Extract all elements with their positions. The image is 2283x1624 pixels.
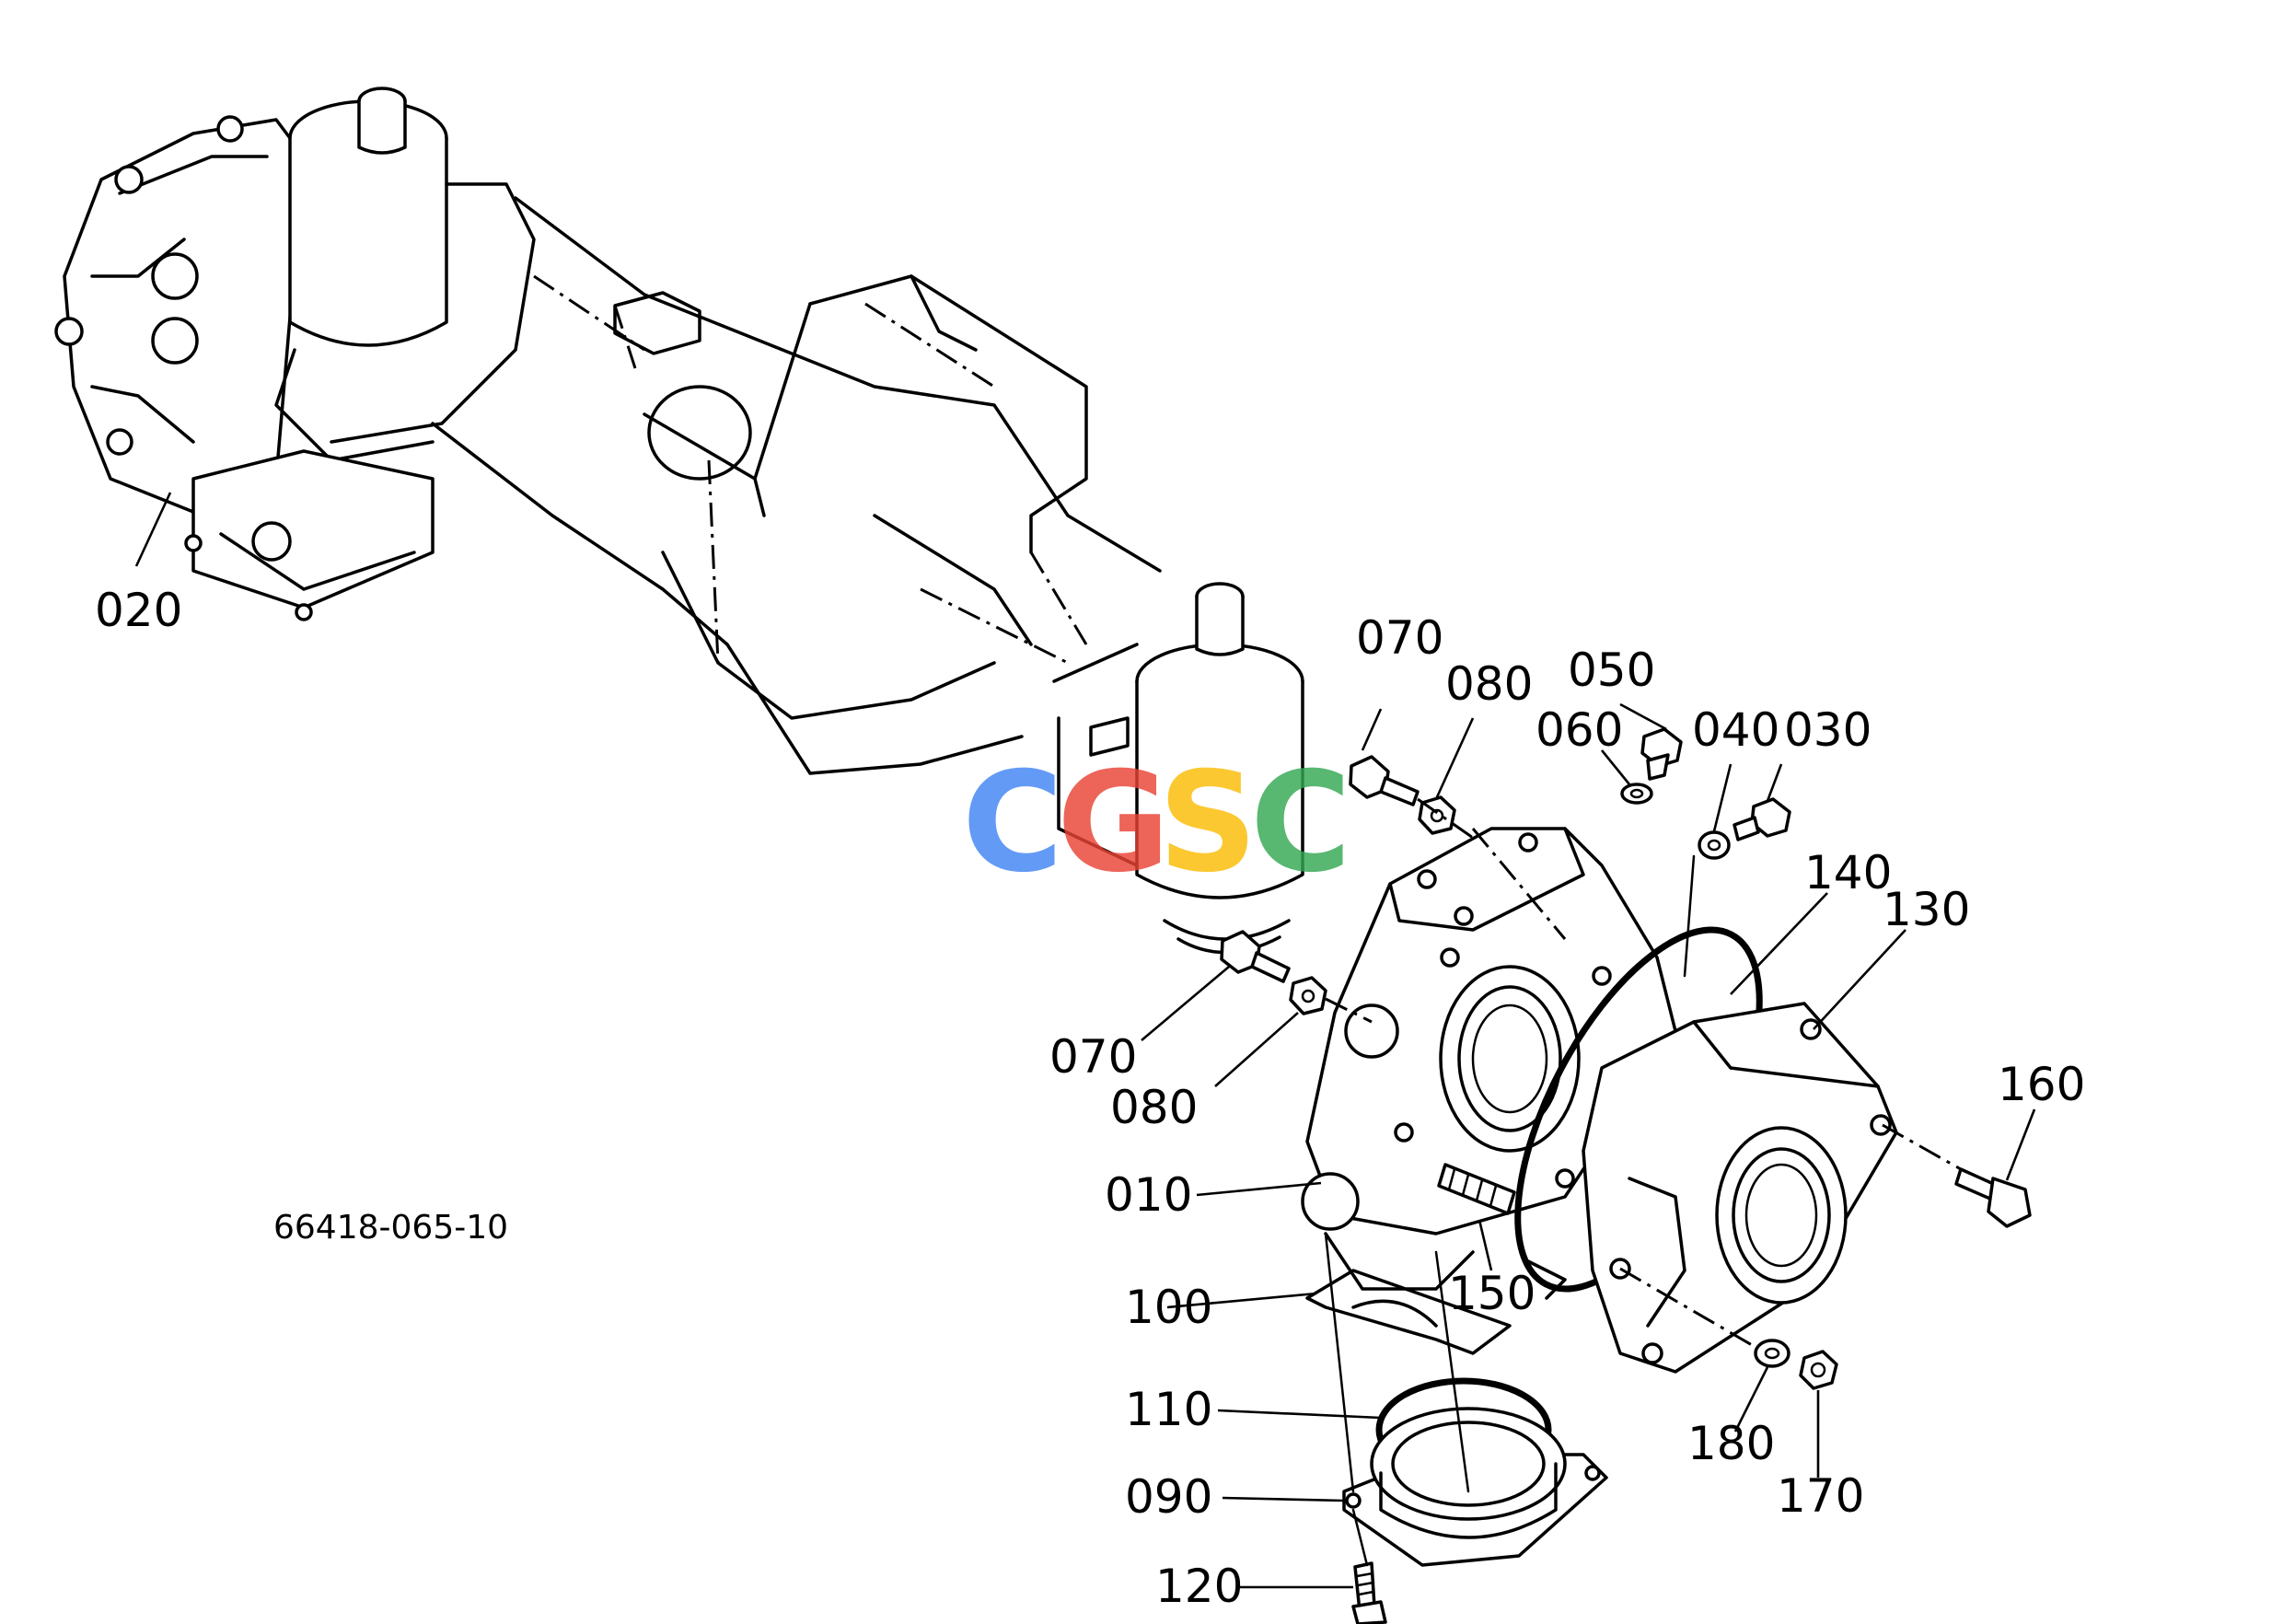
bolt-120 — [1351, 1561, 1387, 1624]
bolt-070-lower — [1220, 930, 1291, 983]
label-090: 090 — [1125, 1470, 1212, 1524]
bolt-160 — [1954, 1167, 2032, 1228]
washer-080-lower — [1289, 976, 1327, 1015]
label-010: 010 — [1105, 1168, 1192, 1222]
label-140: 140 — [1804, 846, 1892, 899]
label-070-lower: 070 — [1049, 1030, 1137, 1084]
label-180: 180 — [1687, 1417, 1775, 1470]
label-050: 050 — [1568, 644, 1655, 697]
label-150: 150 — [1448, 1267, 1536, 1320]
label-130: 130 — [1883, 883, 1970, 936]
flange-holder — [1342, 1407, 1608, 1567]
watermark-letter-c1: C — [962, 743, 1063, 903]
label-170: 170 — [1777, 1469, 1864, 1523]
watermark-logo: C G S C — [962, 743, 1351, 903]
label-100: 100 — [1125, 1281, 1212, 1334]
right-kingpin-boss — [1052, 582, 1304, 955]
gasket — [1305, 1269, 1512, 1355]
label-110: 110 — [1125, 1383, 1212, 1436]
label-030: 030 — [1784, 703, 1872, 757]
washer-040 — [1698, 830, 1731, 860]
label-120: 120 — [1155, 1560, 1243, 1613]
watermark-letter-g: G — [1057, 743, 1170, 903]
washer-180 — [1754, 1339, 1790, 1368]
label-160: 160 — [1998, 1058, 2085, 1111]
washer-060 — [1620, 783, 1653, 805]
plug-030 — [1733, 797, 1791, 841]
watermark-letter-c2: C — [1250, 743, 1351, 903]
label-060: 060 — [1536, 703, 1623, 757]
label-070-upper: 070 — [1356, 611, 1443, 665]
label-020: 020 — [95, 584, 182, 637]
leader-lines — [134, 492, 2036, 1589]
bolt-070-upper — [1349, 755, 1420, 806]
nut-170 — [1799, 1350, 1838, 1390]
watermark-letter-s: S — [1158, 743, 1257, 903]
knuckle-case — [1301, 827, 1677, 1300]
label-040: 040 — [1692, 703, 1779, 757]
part-labels: 020 070 080 050 060 040 030 140 130 160 … — [95, 584, 2085, 1613]
left-final-case — [54, 87, 536, 621]
label-080-lower: 080 — [1110, 1081, 1198, 1134]
axle-cap — [1582, 1002, 1962, 1374]
reference-code: 66418-065-10 — [273, 1209, 508, 1247]
stud-150 — [1437, 1163, 1516, 1215]
axle-beam — [431, 196, 1162, 775]
label-080-upper: 080 — [1445, 657, 1533, 711]
plug-050 — [1640, 727, 1683, 781]
